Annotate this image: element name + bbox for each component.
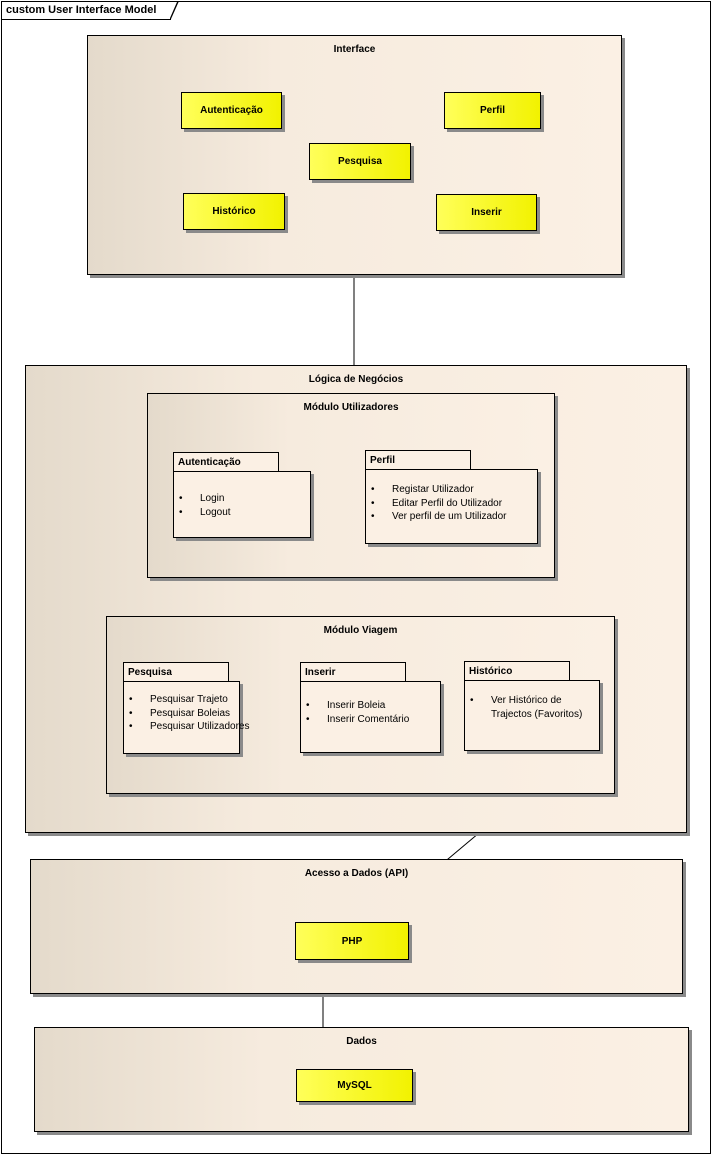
pesquisa-list: Pesquisar Trajeto Pesquisar Boleias Pesq… [124, 693, 274, 734]
list-item: Registar Utilizador [366, 483, 507, 497]
historico-tab: Histórico [464, 661, 570, 680]
modulo-viagem-package: Módulo Viagem Pesquisa Pesquisar Trajeto… [106, 616, 615, 794]
historico-body: Ver Histórico de Trajectos (Favoritos) [464, 680, 600, 751]
inserir-list: Inserir Boleia Inserir Comentário [301, 699, 409, 726]
logica-negocios-title: Lógica de Negócios [308, 374, 404, 385]
perfil-tab: Perfil [365, 450, 471, 469]
dados-title: Dados [346, 1036, 377, 1047]
component-mysql[interactable]: MySQL [296, 1069, 413, 1102]
pesquisa-body: Pesquisar Trajeto Pesquisar Boleias Pesq… [123, 681, 250, 754]
component-php[interactable]: PHP [295, 922, 409, 960]
list-item: Ver perfil de um Utilizador [366, 510, 507, 524]
historico-list: Ver Histórico de Trajectos (Favoritos) [465, 694, 595, 721]
pesquisa-tab: Pesquisa [123, 662, 229, 681]
dados-package: Dados MySQL [34, 1027, 689, 1132]
frame-title: custom User Interface Model [2, 1, 180, 20]
component-pesquisa[interactable]: Pesquisa [309, 143, 411, 180]
component-inserir[interactable]: Inserir [436, 194, 537, 231]
autenticacao-list: Login Logout [174, 492, 231, 519]
component-perfil[interactable]: Perfil [444, 92, 541, 129]
perfil-list: Registar Utilizador Editar Perfil do Uti… [366, 483, 507, 524]
autenticacao-body: Login Logout [173, 471, 311, 538]
acesso-dados-package: Acesso a Dados (API) PHP [30, 859, 683, 994]
autenticacao-tab: Autenticação [173, 452, 279, 471]
inserir-body: Inserir Boleia Inserir Comentário [300, 681, 441, 753]
list-item: Inserir Boleia [301, 699, 409, 713]
list-item: Logout [174, 506, 231, 520]
list-item: Inserir Comentário [301, 713, 409, 727]
interface-package: Interface Autenticação Perfil Pesquisa H… [87, 35, 622, 275]
list-item: Pesquisar Boleias [124, 707, 274, 721]
list-item: Pesquisar Utilizadores [124, 720, 274, 734]
modulo-utilizadores-package: Módulo Utilizadores Autenticação Login L… [147, 393, 555, 578]
list-item: Ver Histórico de Trajectos (Favoritos) [465, 694, 595, 721]
component-historico[interactable]: Histórico [183, 193, 285, 230]
inserir-tab: Inserir [300, 662, 406, 681]
acesso-dados-title: Acesso a Dados (API) [304, 868, 409, 879]
logica-negocios-package: Lógica de Negócios Módulo Utilizadores A… [25, 365, 687, 833]
modulo-utilizadores-title: Módulo Utilizadores [303, 402, 399, 413]
perfil-body: Registar Utilizador Editar Perfil do Uti… [365, 469, 538, 544]
interface-title: Interface [333, 44, 376, 55]
component-autenticacao[interactable]: Autenticação [181, 92, 282, 129]
list-item: Login [174, 492, 231, 506]
modulo-viagem-title: Módulo Viagem [323, 625, 398, 636]
list-item: Pesquisar Trajeto [124, 693, 274, 707]
list-item: Editar Perfil do Utilizador [366, 497, 507, 511]
